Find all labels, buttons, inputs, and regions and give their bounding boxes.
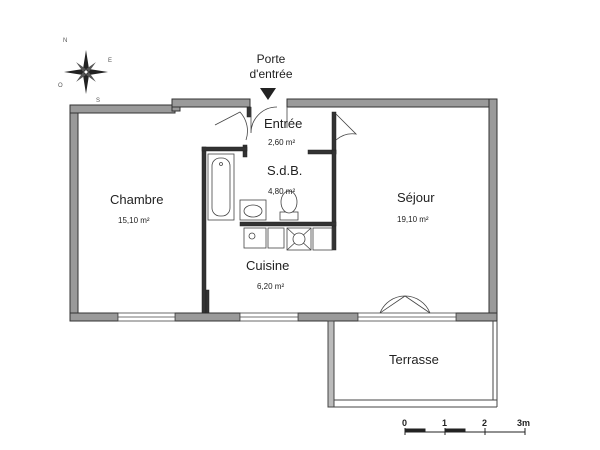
- windows: [117, 312, 457, 322]
- room-sdb-area: 4,80 m²: [268, 187, 296, 196]
- bathtub-icon: [207, 153, 235, 221]
- compass-n-label: N: [63, 38, 68, 44]
- scale-tick-1: 1: [442, 418, 448, 428]
- exterior-walls: [69, 98, 498, 322]
- scale-tick-2: 2: [482, 418, 488, 428]
- toilet-icon: [279, 190, 299, 221]
- compass-e-label: E: [108, 58, 113, 64]
- room-entree-name: Entrée: [264, 116, 303, 131]
- room-sejour-area: 19,10 m²: [397, 215, 429, 224]
- entrance-label: Porte d'entrée: [238, 52, 304, 82]
- compass-s-label: S: [96, 98, 101, 104]
- room-cuisine-area: 6,20 m²: [257, 282, 285, 291]
- entrance-label-line2: d'entrée: [249, 67, 293, 81]
- doors: [214, 106, 431, 314]
- scale-bar: [404, 428, 526, 435]
- interior-walls: [201, 106, 337, 314]
- room-cuisine-name: Cuisine: [246, 258, 290, 273]
- scale-tick-0: 0: [402, 418, 408, 428]
- compass-rose-icon: [64, 50, 108, 94]
- room-sdb-name: S.d.B.: [267, 163, 303, 178]
- entrance-label-line1: Porte: [256, 52, 286, 66]
- room-sejour-name: Séjour: [397, 190, 435, 205]
- room-entree-area: 2,60 m²: [268, 138, 296, 147]
- entrance-arrow-icon: [260, 88, 276, 100]
- compass-o-label: O: [58, 83, 63, 89]
- room-terrasse-name: Terrasse: [389, 352, 439, 367]
- room-chambre-area: 15,10 m²: [118, 216, 150, 225]
- kitchen-fittings: [243, 227, 333, 251]
- scale-tick-3: 3m: [517, 418, 531, 428]
- room-chambre-name: Chambre: [110, 192, 164, 207]
- sink-icon: [239, 199, 267, 221]
- terrace-outline: [327, 320, 498, 408]
